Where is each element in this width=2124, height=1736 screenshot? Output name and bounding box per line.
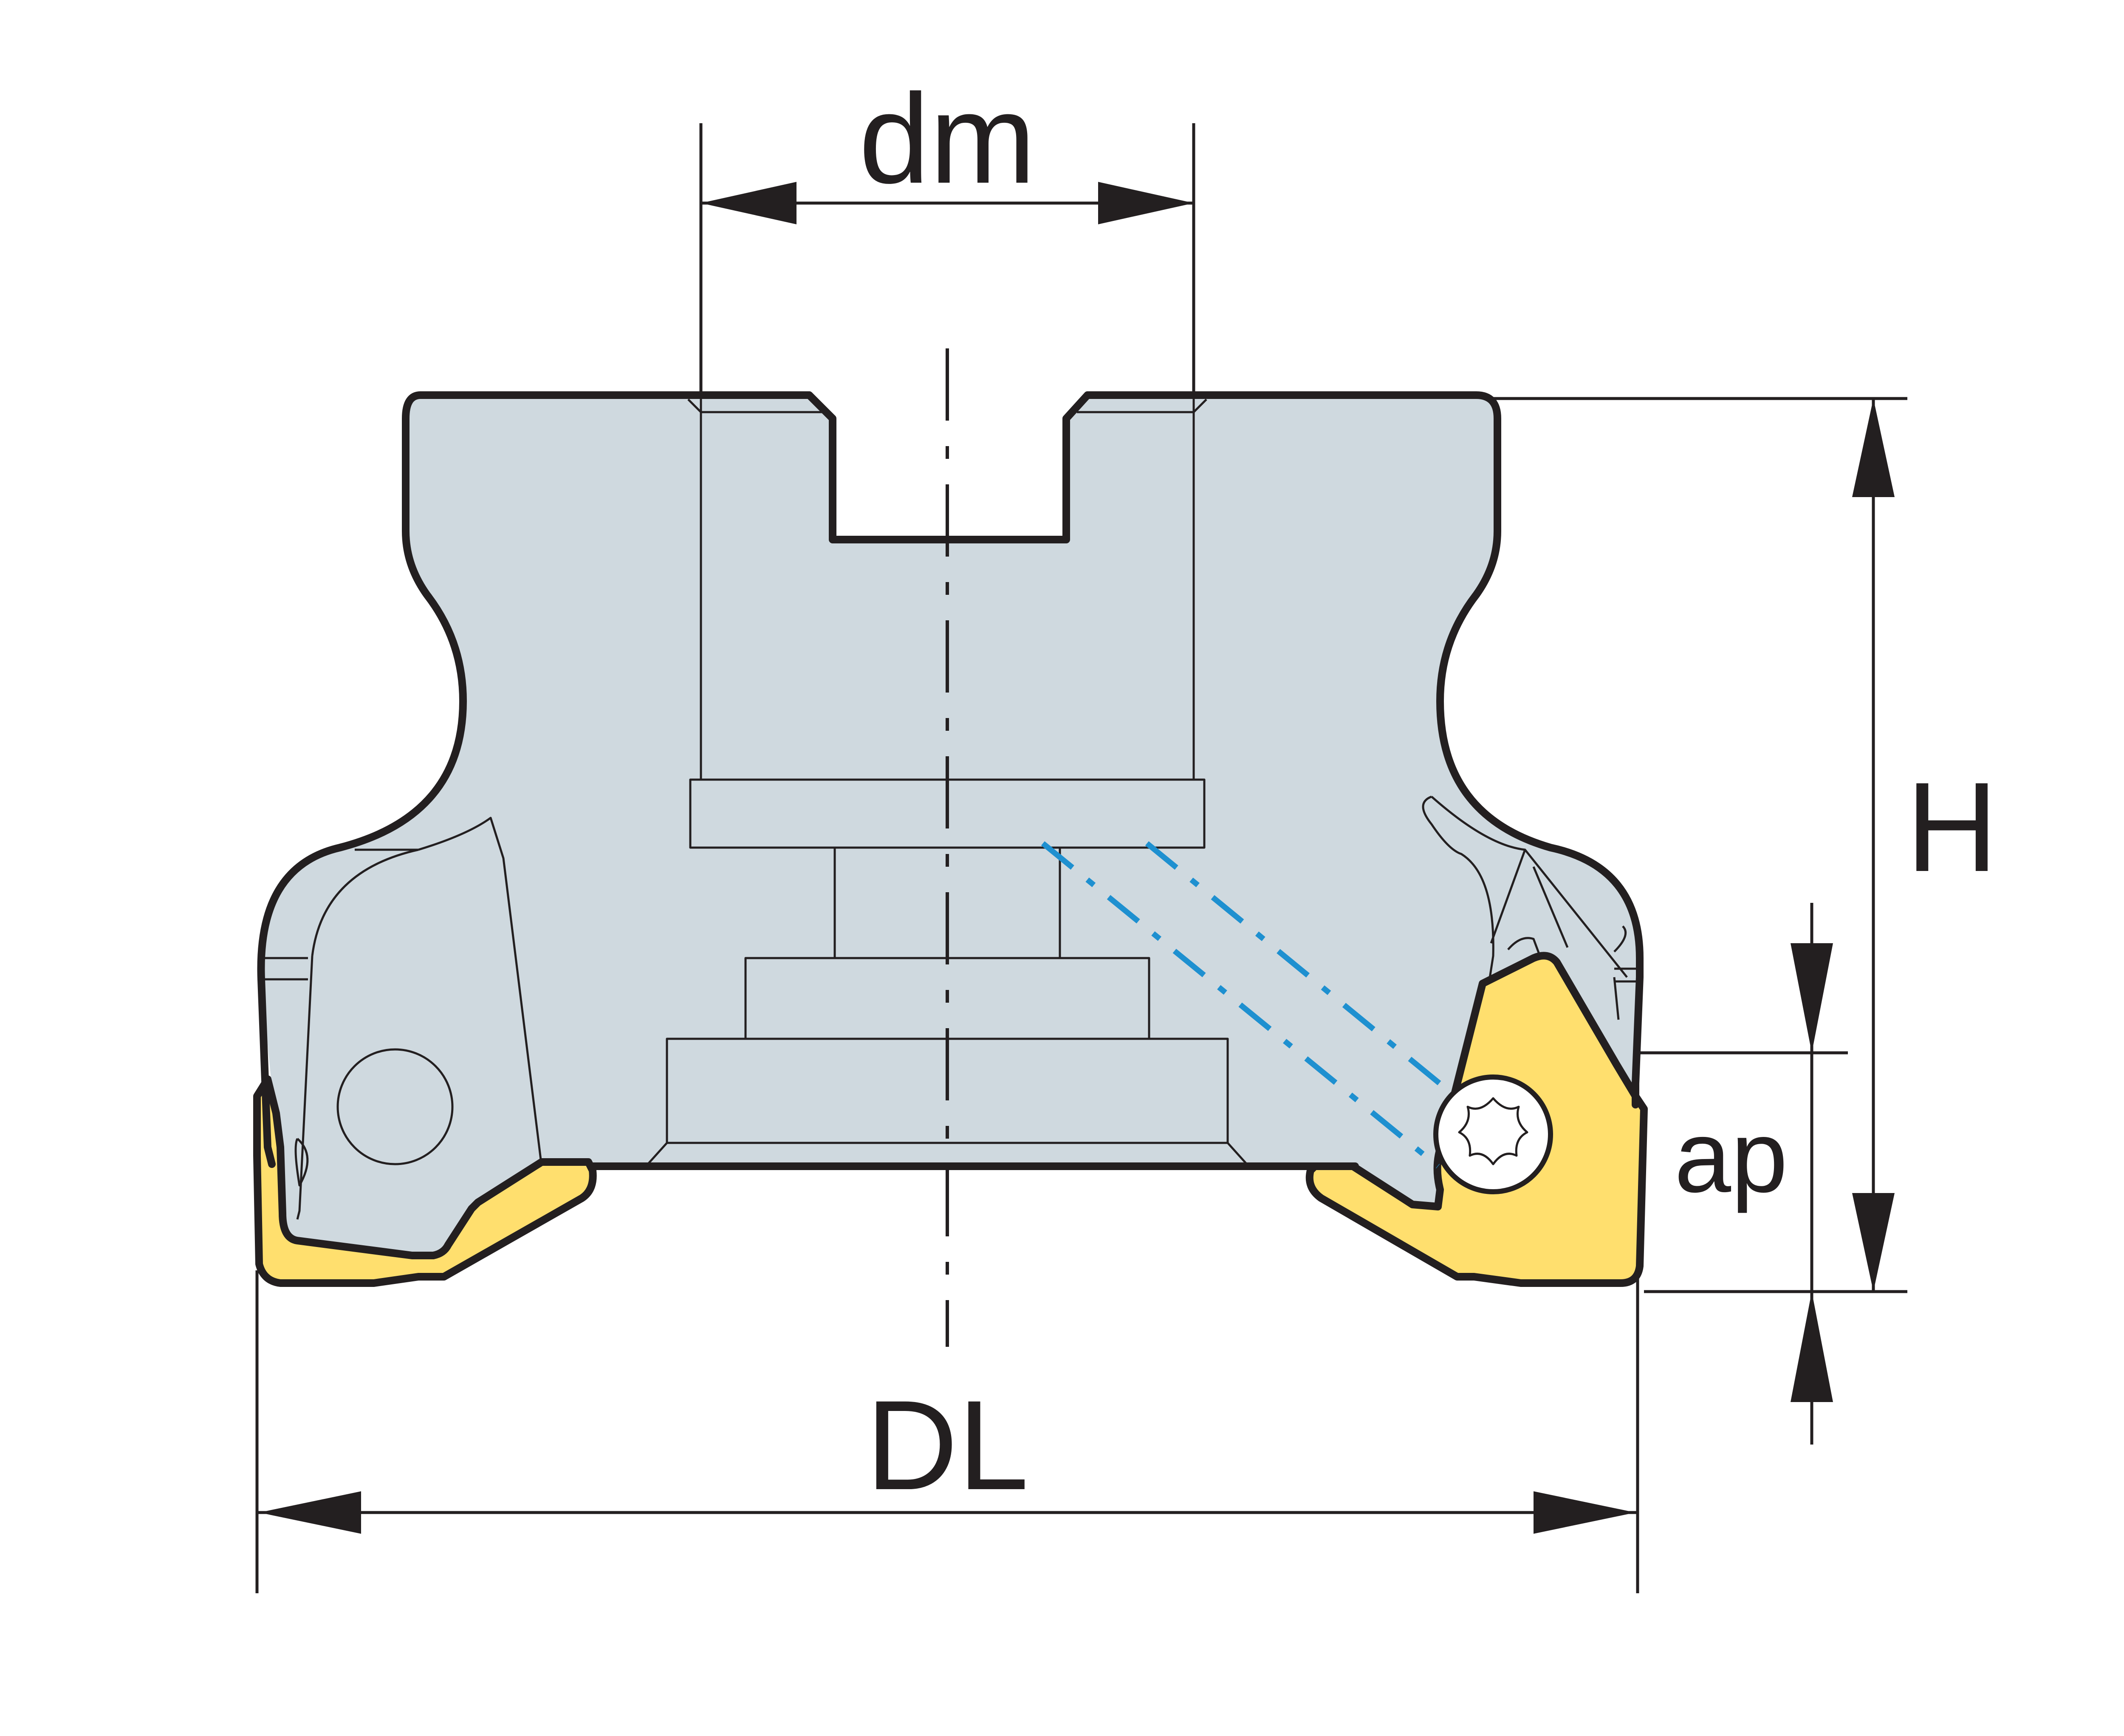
left-insert <box>253 975 597 1287</box>
dimension-dm <box>699 123 1195 395</box>
label-DL: DL <box>866 1374 1029 1516</box>
dimension-ap <box>1640 903 1848 1445</box>
dimension-H <box>1491 397 1907 1293</box>
label-dm: dm <box>859 67 1036 210</box>
cutter-body <box>257 391 1644 1266</box>
dimension-DL <box>255 1270 1639 1593</box>
coolant-channels <box>1041 841 1468 1169</box>
label-H: H <box>1906 755 1998 898</box>
label-ap: ap <box>1675 1100 1788 1213</box>
left-pocket-details <box>261 817 543 1220</box>
left-pocket-hole <box>336 1048 454 1165</box>
right-pocket-details <box>1422 795 1640 1024</box>
torx-screw-icon <box>1433 1074 1553 1194</box>
